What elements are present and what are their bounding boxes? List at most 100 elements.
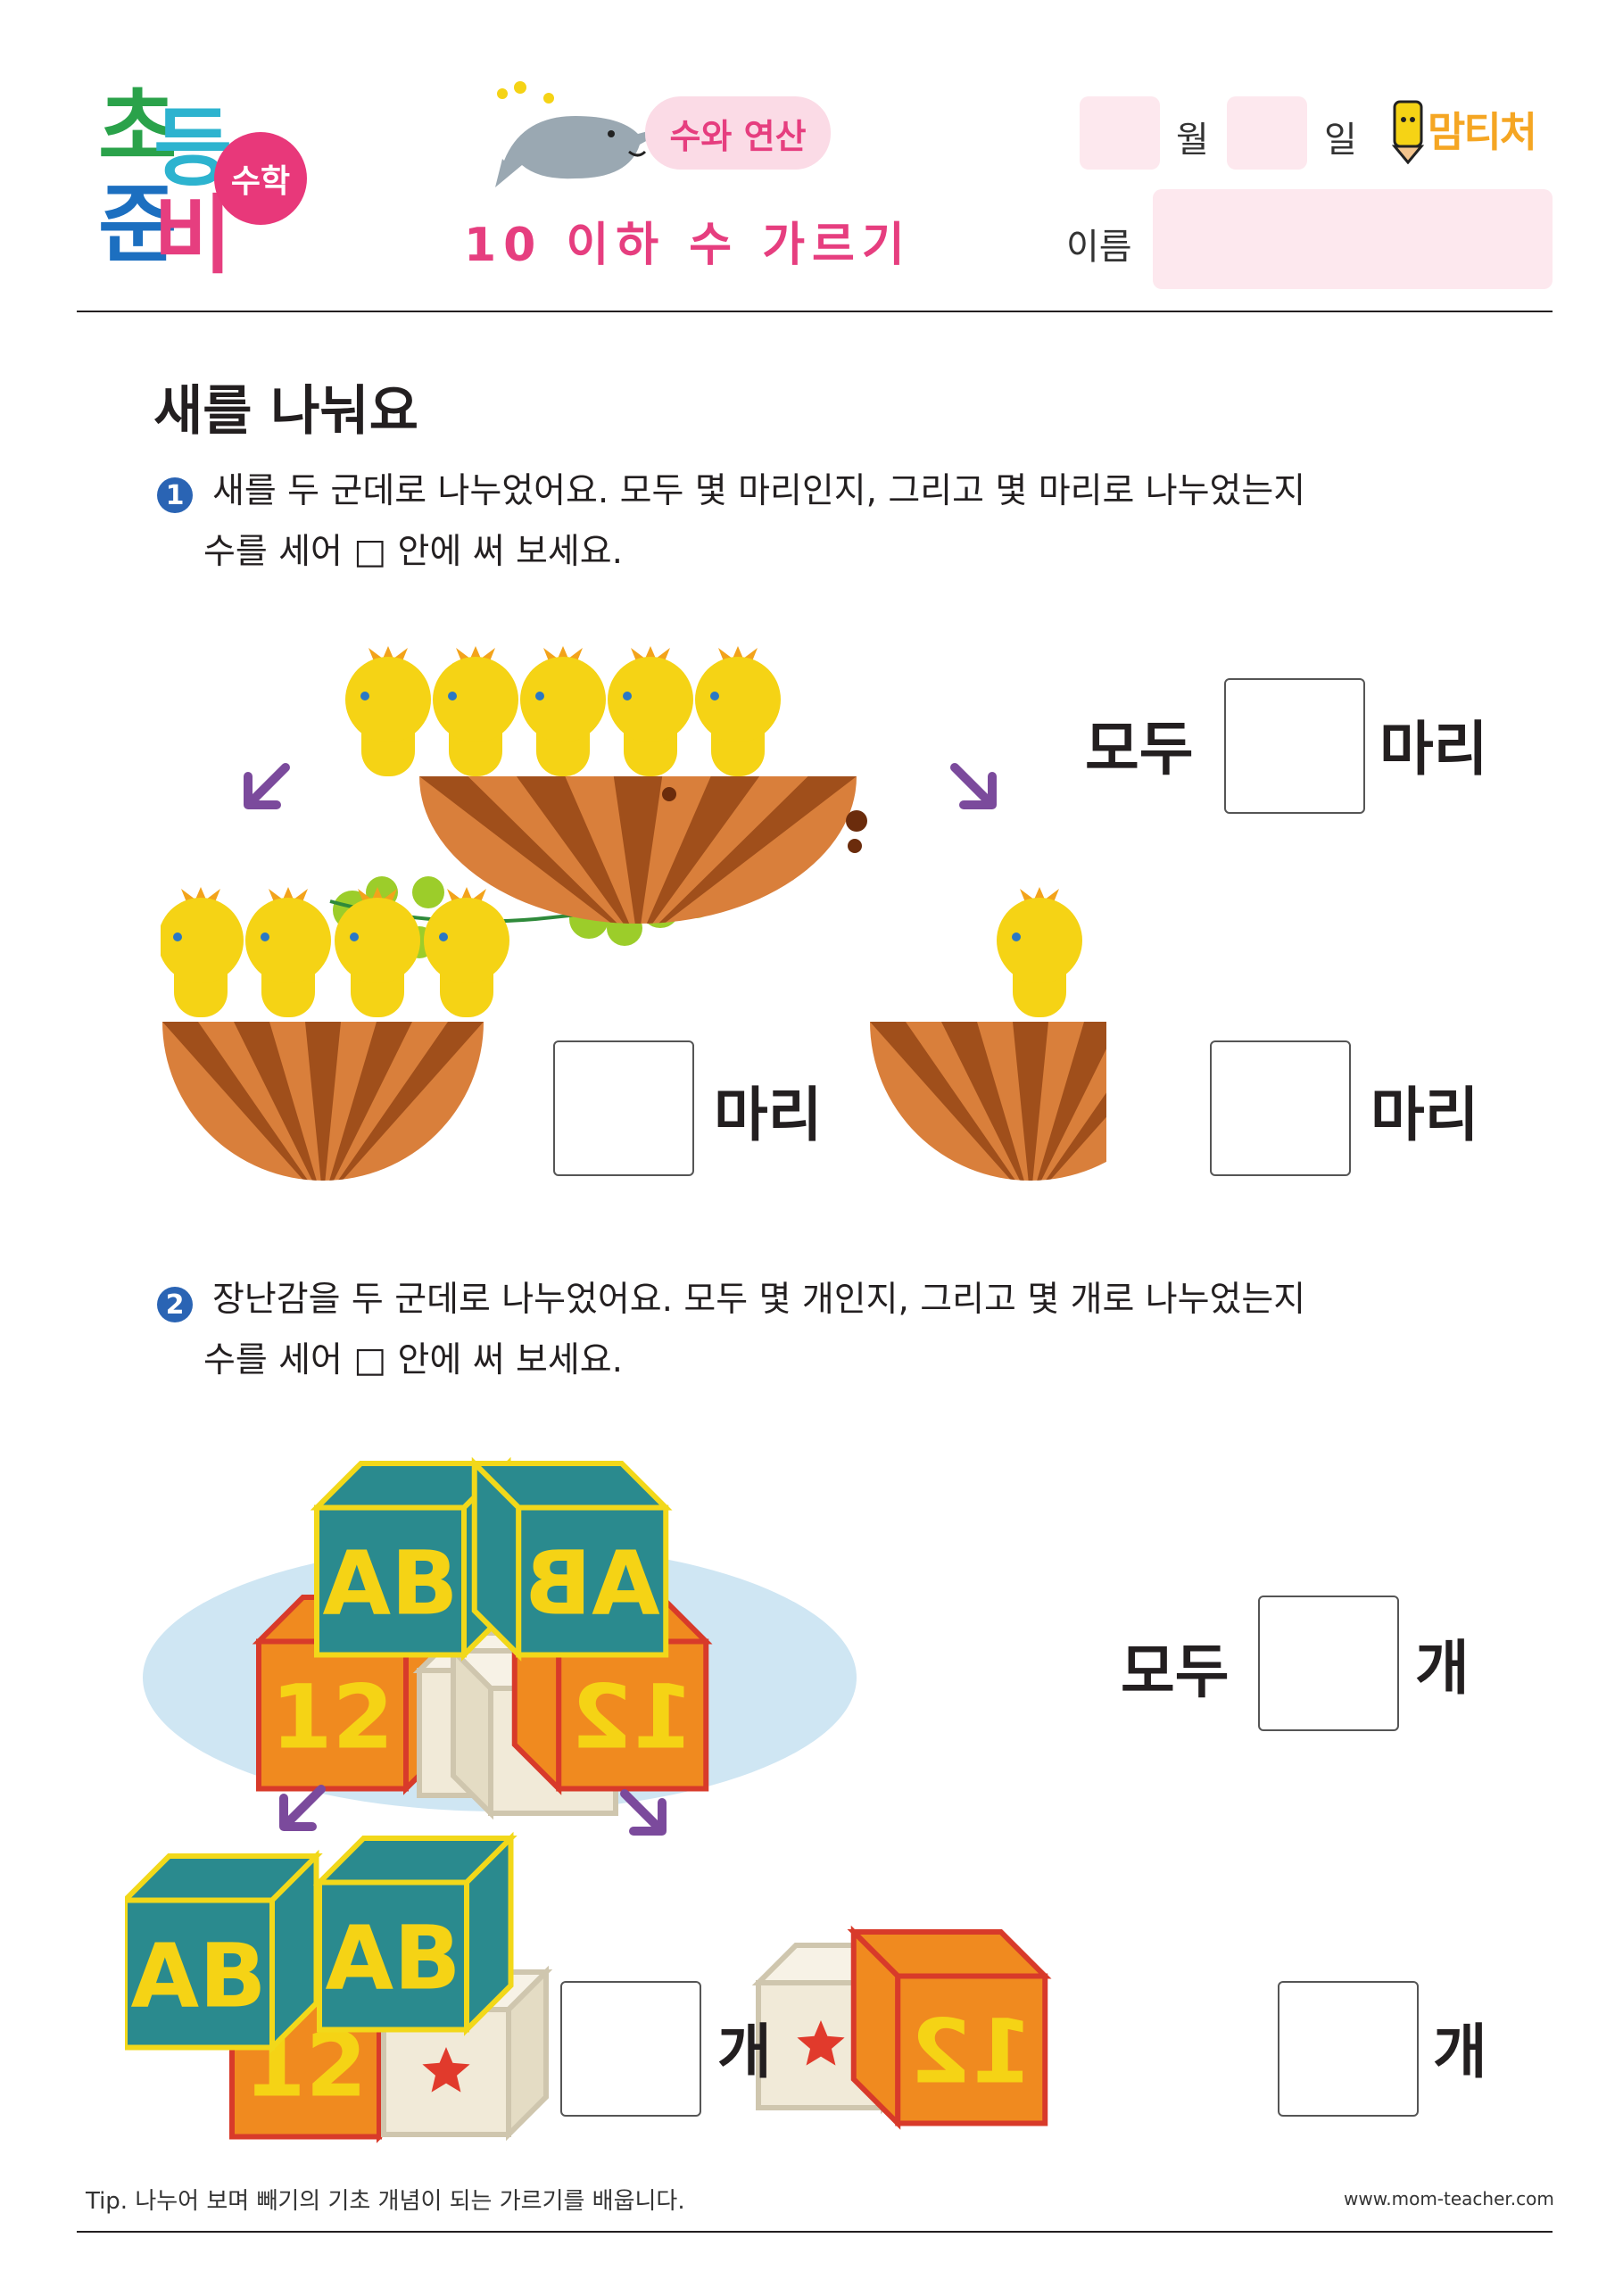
name-label: 이름: [1066, 227, 1132, 268]
star-icon: [422, 2047, 470, 2093]
nest-stripe: [329, 1022, 412, 1181]
q2-right-arrow-icon: [620, 1789, 667, 1836]
month-box[interactable]: [1080, 96, 1160, 170]
q2-left-box[interactable]: [560, 1981, 701, 2117]
nest-dot: [846, 810, 867, 832]
q2-right-box[interactable]: [1278, 1981, 1419, 2117]
footer-divider: [77, 2231, 1553, 2233]
q1-right-nest: [870, 1022, 1106, 1181]
q1-right-unit: 마리: [1370, 1081, 1479, 1149]
cube-front: [516, 1504, 669, 1658]
bird-eye: [535, 692, 544, 700]
cube-front-label: AB: [525, 1532, 660, 1635]
month-label: 월: [1176, 120, 1209, 161]
q2-total-block-letter-right: AB: [468, 1456, 673, 1662]
bird-head: [608, 657, 693, 742]
q1-left-bird: [245, 887, 331, 1017]
brand-name: 맘티처: [1428, 108, 1537, 156]
cube-front: [314, 1504, 467, 1658]
nest-stripe: [870, 1022, 1016, 1181]
nest-stripe: [646, 776, 760, 924]
nest-stripe: [419, 776, 618, 924]
q1-top-bird: [608, 646, 693, 776]
bird-eye: [350, 932, 359, 941]
q1-total-unit: 마리: [1379, 715, 1488, 783]
cube-front-label: AB: [130, 1925, 266, 2027]
bird-head: [161, 898, 244, 983]
q1-right-box[interactable]: [1210, 1040, 1351, 1176]
cube-front: [556, 1638, 709, 1792]
nest-stripe: [1013, 1022, 1048, 1181]
nest-stripe: [305, 1022, 341, 1181]
cube-front-label: AB: [322, 1532, 458, 1635]
q2-right-block-number: 12: [847, 1925, 1052, 2130]
q2-line1: 장난감을 두 군데로 나누었어요. 모두 몇 개인지, 그리고 몇 개로 나누었…: [212, 1280, 1306, 1320]
q1-left-bird: [424, 887, 509, 1017]
q1-right-bird: [997, 887, 1082, 1017]
q2-left-block-letter-2: AB: [312, 1831, 518, 2036]
nest-dot: [662, 787, 676, 801]
bird-head: [245, 898, 331, 983]
nest-stripe: [658, 776, 857, 924]
nest-stripe: [1045, 1022, 1106, 1181]
bird-head: [345, 657, 431, 742]
q1-line2: 수를 세어 □ 안에 써 보세요.: [203, 532, 624, 572]
bird-head: [424, 898, 509, 983]
nest-stripe: [162, 1022, 309, 1181]
bird-eye: [173, 932, 182, 941]
cube-front: [895, 1973, 1048, 2126]
q1-left-arrow-icon: [244, 763, 290, 809]
bird-head: [520, 657, 606, 742]
name-field[interactable]: [1153, 189, 1553, 289]
nest-stripe: [613, 776, 663, 924]
logo-badge: 수학: [214, 132, 307, 225]
bird-head: [433, 657, 518, 742]
q1-total-prefix: 모두: [1085, 715, 1194, 783]
bird-eye: [261, 932, 269, 941]
bird-eye: [623, 692, 632, 700]
q1-left-box[interactable]: [553, 1040, 694, 1176]
logo-char-4: 비: [153, 186, 233, 286]
cube-front-label: 12: [910, 2001, 1033, 2103]
q1-top-bird: [433, 646, 518, 776]
nest-stripe: [941, 1022, 1024, 1181]
q1-left-bird: [161, 887, 244, 1017]
q1-line1: 새를 두 군데로 나누었어요. 모두 몇 마리인지, 그리고 몇 마리로 나누었…: [212, 471, 1306, 511]
header-divider: [77, 311, 1553, 312]
q1-number: 1: [157, 477, 193, 513]
footer-tip: Tip. 나누어 보며 빼기의 기초 개념이 되는 가르기를 배웁니다.: [86, 2188, 685, 2215]
bird-head: [997, 898, 1082, 983]
nest-stripe: [1037, 1022, 1106, 1181]
bird-eye: [710, 692, 719, 700]
q2-right-unit: 개: [1433, 2018, 1487, 2086]
nest-stripe: [234, 1022, 317, 1181]
cube-front-label: 12: [571, 1666, 694, 1769]
bird-eye: [439, 932, 448, 941]
q1-total-box[interactable]: [1224, 678, 1365, 814]
bird-eye: [360, 692, 369, 700]
bird-eye: [448, 692, 457, 700]
q1-illustration: [161, 646, 1106, 1181]
q2-number: 2: [157, 1287, 193, 1322]
nest-stripe: [337, 1022, 484, 1181]
cube-front-label: AB: [325, 1907, 460, 2010]
nest-stripe: [516, 776, 630, 924]
q1-top-bird: [345, 646, 431, 776]
q1-left-nest: [162, 1022, 484, 1181]
day-box[interactable]: [1227, 96, 1307, 170]
day-label: 일: [1324, 120, 1357, 161]
q1-top-bird: [520, 646, 606, 776]
cube-front: [125, 1897, 275, 2051]
bird-head: [695, 657, 781, 742]
cube-front: [317, 1879, 469, 2033]
narwhal-icon: [495, 81, 678, 187]
cube-front-label: 12: [271, 1666, 394, 1769]
q2-total-unit: 개: [1415, 1634, 1470, 1703]
q2-total-box[interactable]: [1258, 1596, 1399, 1731]
q1-left-unit: 마리: [714, 1081, 823, 1149]
q1-right-arrow-icon: [950, 763, 997, 809]
q2-line2: 수를 세어 □ 안에 써 보세요.: [203, 1340, 624, 1380]
logo-char-1: 초: [98, 79, 178, 178]
bird-eye: [1012, 932, 1021, 941]
